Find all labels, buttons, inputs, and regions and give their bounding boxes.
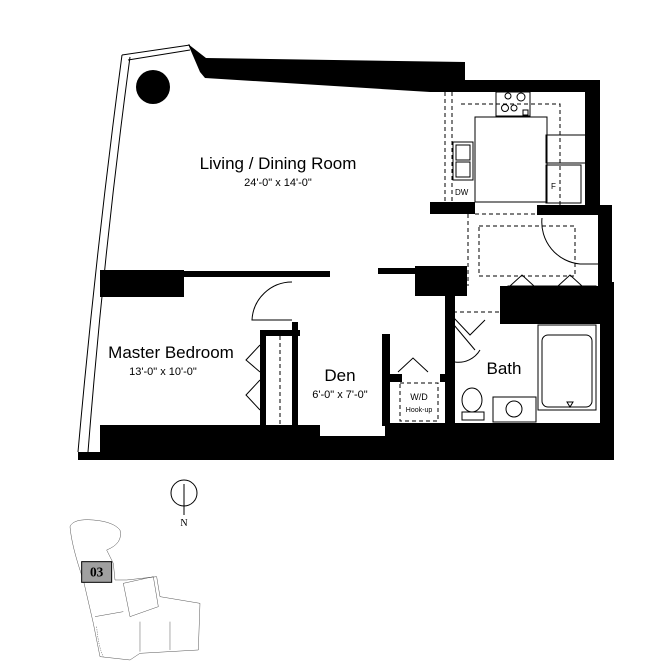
key-plan: 03 <box>69 519 201 661</box>
wd-note: Hook-up <box>406 407 433 414</box>
closet-doors <box>245 281 293 425</box>
toilet-icon <box>461 387 483 413</box>
bathtub-icon <box>537 324 597 411</box>
bath-fixtures <box>453 317 597 423</box>
entry-area <box>453 213 601 323</box>
walls <box>78 44 614 460</box>
bedroom-size: 13'-0" x 10'-0" <box>129 366 197 378</box>
bath-label: Bath <box>487 359 522 378</box>
window-wall <box>77 44 191 453</box>
north-compass-icon: N <box>170 479 198 529</box>
wd-label: W/D <box>410 392 428 402</box>
kitchen-island <box>474 116 548 203</box>
sink-vanity-icon <box>492 396 537 423</box>
den-label: Den <box>324 366 355 385</box>
laundry-closet: W/D Hook-up <box>397 357 439 422</box>
cooktop-icon <box>495 91 531 117</box>
dishwasher-label: DW <box>455 188 469 197</box>
kitchen: DW F <box>444 91 587 205</box>
bedroom-label: Master Bedroom <box>108 343 234 362</box>
sink-icon <box>452 141 474 181</box>
column <box>136 70 170 104</box>
fridge-icon <box>545 164 582 204</box>
living-room-size: 24'-0" x 14'-0" <box>244 177 312 189</box>
fridge-label: F <box>551 182 556 191</box>
unit-number: 03 <box>90 565 104 580</box>
den-size: 6'-0" x 7'-0" <box>312 389 368 401</box>
living-room-label: Living / Dining Room <box>200 154 357 173</box>
north-label: N <box>180 518 187 529</box>
